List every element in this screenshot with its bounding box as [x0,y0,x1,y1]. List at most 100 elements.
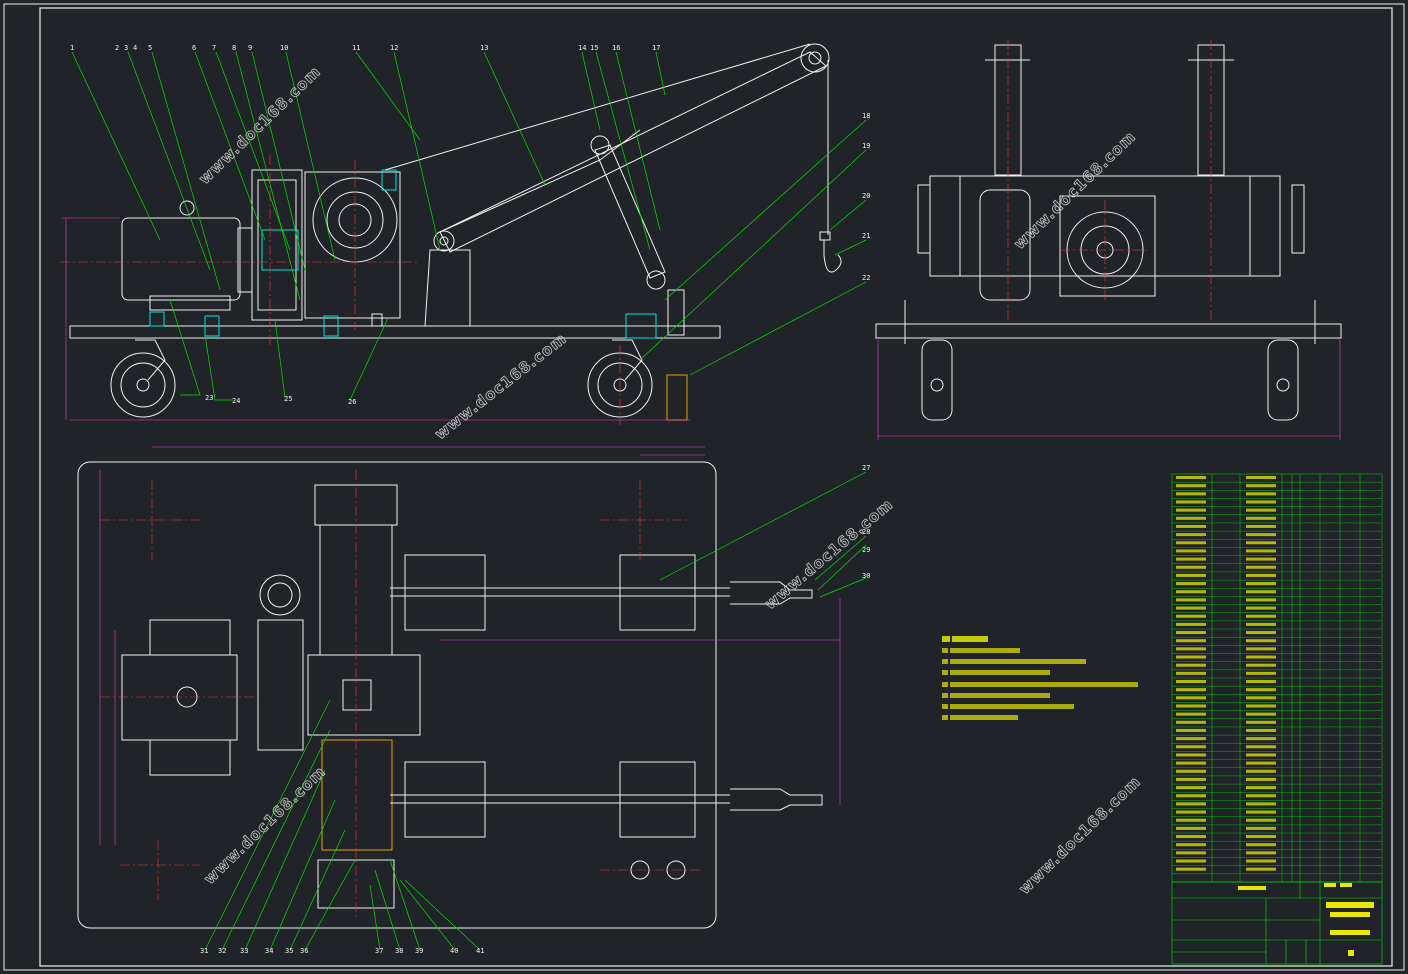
table-cell-code [1176,859,1206,863]
part-label: 9 [248,44,252,52]
table-cell-name [1246,769,1276,773]
part-label: 4 [133,44,137,52]
table-cell-name [1246,688,1276,692]
table-cell-name [1246,476,1276,479]
part-label: 10 [280,44,288,52]
table-cell-name [1246,639,1276,643]
table-cell-code [1176,851,1206,855]
table-cell-code [1176,549,1206,553]
table-cell-name [1246,728,1276,732]
table-cell-name [1246,631,1276,635]
part-label: 13 [480,44,488,52]
table-cell-code [1176,786,1206,790]
part-label: 27 [862,464,870,472]
watermarks: www.doc168.com www.doc168.com www.doc168… [195,62,1145,898]
part-label: 28 [862,528,870,536]
part-label: 11 [352,44,360,52]
part-label: 17 [652,44,660,52]
table-cell-code [1176,598,1206,602]
table-cell-code [1176,476,1206,479]
table-cell-code [1176,867,1206,871]
part-label: 30 [862,572,870,580]
inner-frame [39,7,1393,967]
table-cell-code [1176,508,1206,512]
table-cell-name [1246,524,1276,528]
part-label: 35 [285,947,293,955]
table-cell-code [1176,810,1206,814]
table-cell-code [1176,590,1206,594]
side-centerlines [1007,40,1212,320]
table-cell-name [1246,851,1276,855]
table-cell-name [1246,843,1276,847]
part-label: 25 [284,395,292,403]
part-label: 20 [862,192,870,200]
part-label: 18 [862,112,870,120]
table-cell-name [1246,590,1276,594]
table-cell-name [1246,606,1276,610]
table-cell-code [1176,516,1206,520]
table-cell-code [1176,533,1206,537]
table-cell-name [1246,516,1276,520]
table-cell-code [1176,639,1206,643]
table-cell-code [1176,728,1206,732]
top-view [77,461,823,929]
part-label: 23 [205,394,213,402]
table-cell-code [1176,680,1206,683]
table-cell-name [1246,777,1276,781]
part-label: 36 [300,947,308,955]
table-cell-name [1246,492,1276,496]
table-cell-name [1246,549,1276,553]
table-cell-code [1176,802,1206,806]
table-cell-name [1246,622,1276,626]
table-cell-name [1246,818,1276,822]
part-label: 1 [70,44,74,52]
part-label: 14 [578,44,586,52]
table-cell-name [1246,533,1276,537]
table-cell-code [1176,761,1206,765]
table-cell-code [1176,818,1206,822]
table-cell-code [1176,647,1206,651]
table-cell-code [1176,573,1206,577]
side-view [875,44,1342,421]
table-cell-name [1246,794,1276,798]
part-labels: 1 2 3 4 5 6 7 8 9 10 11 12 13 14 15 16 1… [70,44,870,955]
part-label: 33 [240,947,248,955]
table-cell-code [1176,663,1206,667]
table-cell-name [1246,859,1276,863]
part-label: 34 [265,947,273,955]
watermark: www.doc168.com [1010,127,1139,253]
part-label: 22 [862,274,870,282]
watermark: www.doc168.com [200,762,329,888]
watermark: www.doc168.com [431,329,570,443]
table-cell-name [1246,737,1276,741]
table-cell-code [1176,712,1206,716]
part-label: 31 [200,947,208,955]
table-cell-name [1246,835,1276,839]
front-dimensions [62,217,690,421]
table-cell-name [1246,557,1276,561]
part-label: 29 [862,546,870,554]
part-label: 38 [395,947,403,955]
title-block [1171,881,1383,965]
part-label: 41 [476,947,484,955]
table-cell-code [1176,631,1206,635]
table-cell-code [1176,769,1206,773]
table-cell-name [1246,663,1276,667]
table-cell-code [1176,582,1206,586]
part-label: 8 [232,44,236,52]
part-label: 37 [375,947,383,955]
part-label: 2 [115,44,119,52]
part-label: 19 [862,142,870,150]
part-label: 39 [415,947,423,955]
table-cell-name [1246,761,1276,765]
table-cell-name [1246,712,1276,716]
table-cell-code [1176,835,1206,839]
technical-notes [942,636,1138,720]
table-cell-name [1246,745,1276,749]
table-cell-name [1246,573,1276,577]
table-cell-name [1246,598,1276,602]
side-dimensions [877,340,1341,440]
watermark: www.doc168.com [761,495,897,613]
part-label: 26 [348,398,356,406]
front-view [69,43,842,421]
